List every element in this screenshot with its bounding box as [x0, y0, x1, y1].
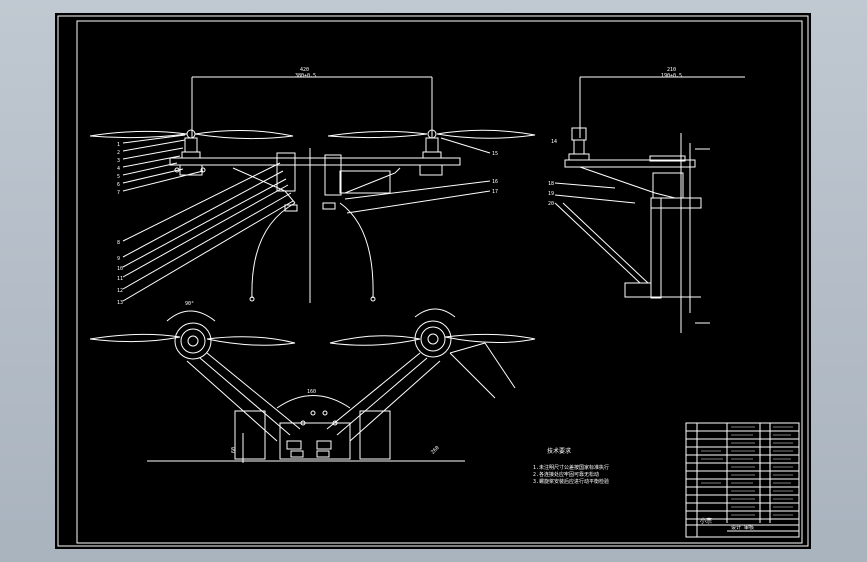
- dim-center-width: 160: [307, 389, 316, 395]
- label-11: 11: [117, 276, 123, 282]
- label-19: 19: [548, 191, 554, 197]
- label-18: 18: [548, 181, 554, 187]
- leader-lines-right: [344, 137, 491, 214]
- label-10: 10: [117, 266, 123, 272]
- note-3: 3.螺旋桨安装后应进行动平衡检验: [533, 478, 609, 485]
- notes-title: 技术要求: [547, 447, 571, 455]
- top-view: 90° 260: [89, 301, 536, 463]
- label-8: 8: [117, 240, 120, 246]
- front-view: 420 380±0.5: [89, 67, 536, 306]
- dim-side-span-sub: 190±0.5: [661, 73, 682, 79]
- label-13: 13: [117, 300, 123, 306]
- title-block-name: 小宗: [700, 517, 712, 525]
- drawing-sheet: 420 380±0.5: [55, 13, 811, 549]
- dim-angle: 90°: [185, 301, 194, 307]
- dim-height: 60: [231, 447, 237, 453]
- label-6: 6: [117, 182, 120, 188]
- label-7: 7: [117, 190, 120, 196]
- dim-top-span-sub: 380±0.5: [295, 73, 316, 79]
- label-17: 17: [492, 189, 498, 195]
- outer-frame: [57, 15, 809, 547]
- label-9: 9: [117, 256, 120, 262]
- side-view: 210 190±0.5: [548, 67, 745, 333]
- label-12: 12: [117, 288, 123, 294]
- label-16: 16: [492, 179, 498, 185]
- title-block: 小宗 设计 审核: [685, 422, 800, 538]
- dim-side-span: 210: [667, 67, 676, 73]
- label-2: 2: [117, 150, 120, 156]
- label-20: 20: [548, 201, 554, 207]
- dim-arm-length: 260: [430, 445, 441, 456]
- note-1: 1.未注明尺寸公差按国家标准执行: [533, 464, 609, 471]
- label-3: 3: [117, 158, 120, 164]
- label-15: 15: [492, 151, 498, 157]
- label-14: 14: [551, 139, 557, 145]
- inner-frame: [76, 20, 803, 544]
- note-2: 2.各连接处应牢固可靠无松动: [533, 471, 599, 478]
- leader-lines-left: [122, 134, 294, 302]
- label-5: 5: [117, 174, 120, 180]
- label-4: 4: [117, 166, 120, 172]
- drawing-canvas: 420 380±0.5: [57, 15, 809, 547]
- label-1: 1: [117, 142, 120, 148]
- dim-top-span: 420: [300, 67, 309, 73]
- title-block-sign: 设计 审核: [731, 524, 754, 531]
- technical-notes: 技术要求 1.未注明尺寸公差按国家标准执行 2.各连接处应牢固可靠无松动 3.螺…: [533, 447, 609, 485]
